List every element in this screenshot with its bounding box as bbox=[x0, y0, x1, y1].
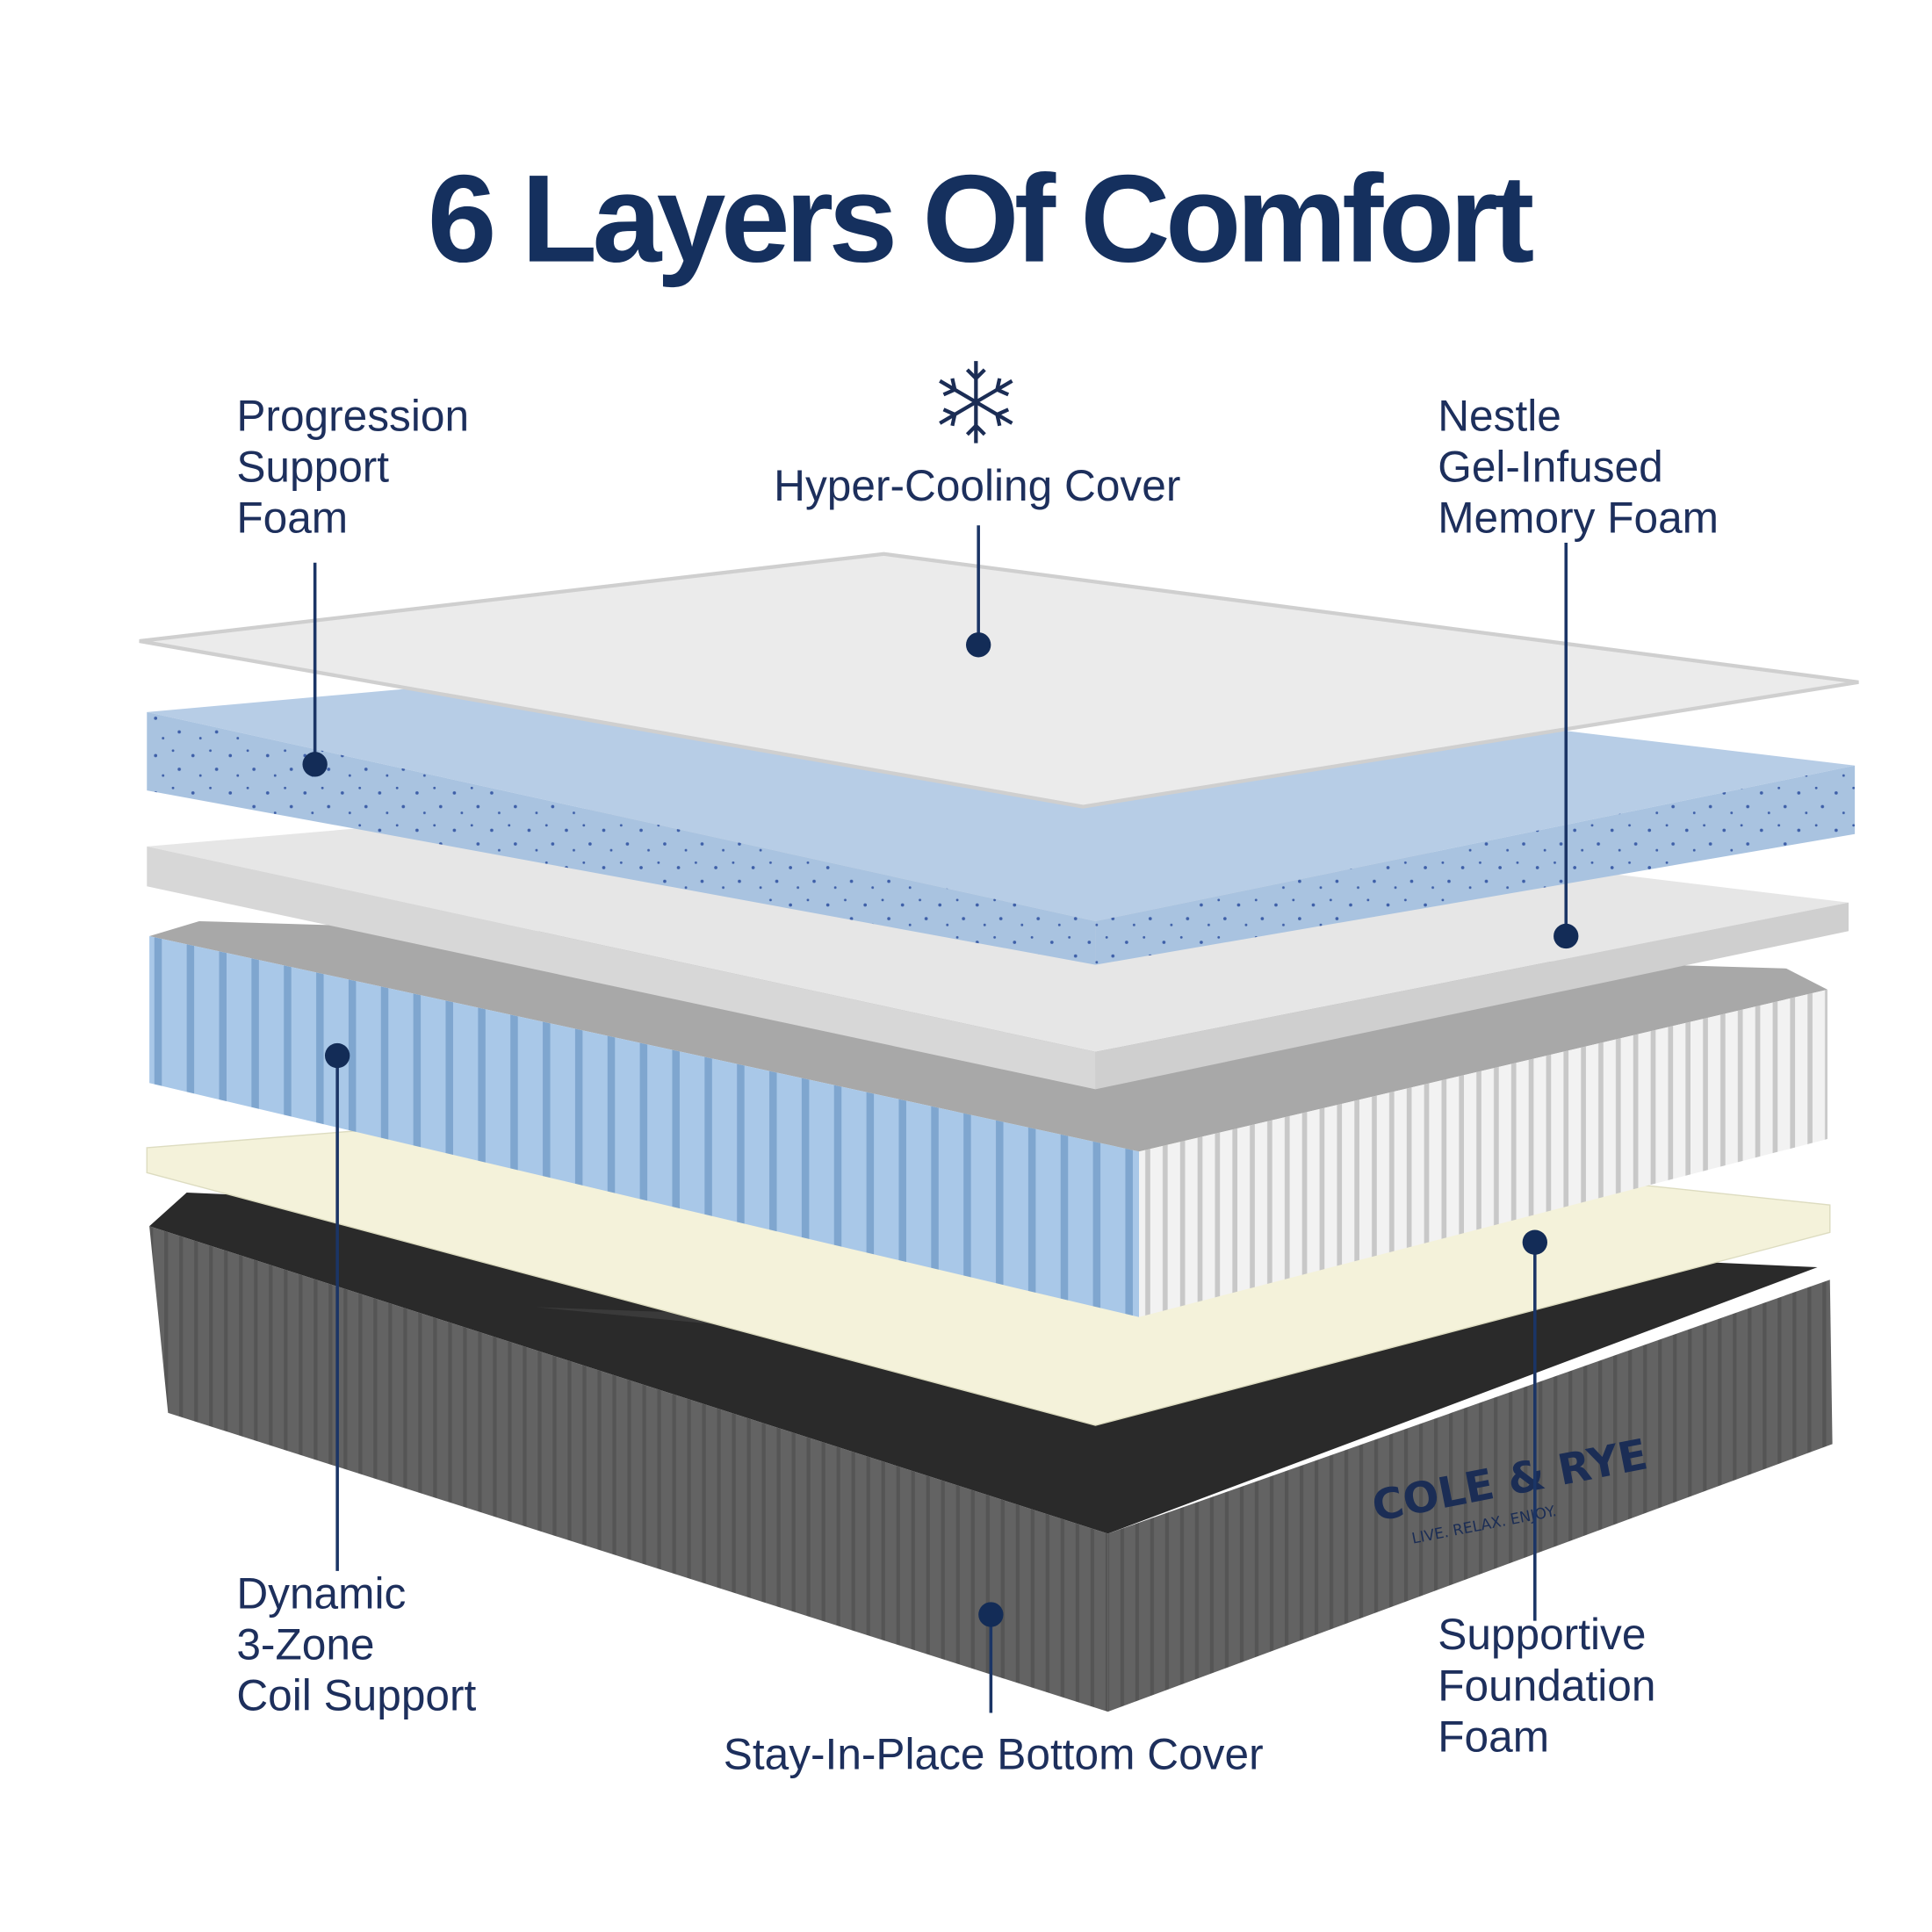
label-progression-support-foam: Progression Support Foam bbox=[236, 391, 469, 542]
svg-text:Foam: Foam bbox=[236, 494, 348, 543]
label-nestle-memory-foam: Nestle Gel-Infused Memory Foam bbox=[1438, 391, 1719, 542]
snowflake-icon bbox=[939, 361, 1013, 443]
svg-text:Supportive: Supportive bbox=[1438, 1610, 1646, 1659]
label-foundation-foam: Supportive Foundation Foam bbox=[1438, 1610, 1655, 1761]
label-bottom-cover: Stay-In-Place Bottom Cover bbox=[724, 1729, 1264, 1778]
svg-text:Dynamic: Dynamic bbox=[236, 1568, 406, 1618]
label-coil-support: Dynamic 3-Zone Coil Support bbox=[236, 1568, 476, 1719]
svg-text:Memory Foam: Memory Foam bbox=[1438, 494, 1719, 543]
page-title: 6 Layers Of Comfort bbox=[428, 150, 1533, 289]
svg-text:Coil Support: Coil Support bbox=[236, 1671, 476, 1720]
svg-text:Support: Support bbox=[236, 443, 389, 492]
label-hyper-cooling-cover: Hyper-Cooling Cover bbox=[774, 461, 1180, 510]
svg-text:Gel-Infused: Gel-Infused bbox=[1438, 443, 1662, 492]
svg-text:Progression: Progression bbox=[236, 391, 469, 440]
svg-text:Foam: Foam bbox=[1438, 1712, 1549, 1761]
cooling-cover-layer bbox=[139, 551, 1859, 809]
svg-text:Foundation: Foundation bbox=[1438, 1661, 1655, 1710]
svg-text:3-Zone: 3-Zone bbox=[236, 1620, 374, 1669]
svg-text:Nestle: Nestle bbox=[1438, 391, 1561, 440]
leader-lines bbox=[302, 525, 1579, 1713]
